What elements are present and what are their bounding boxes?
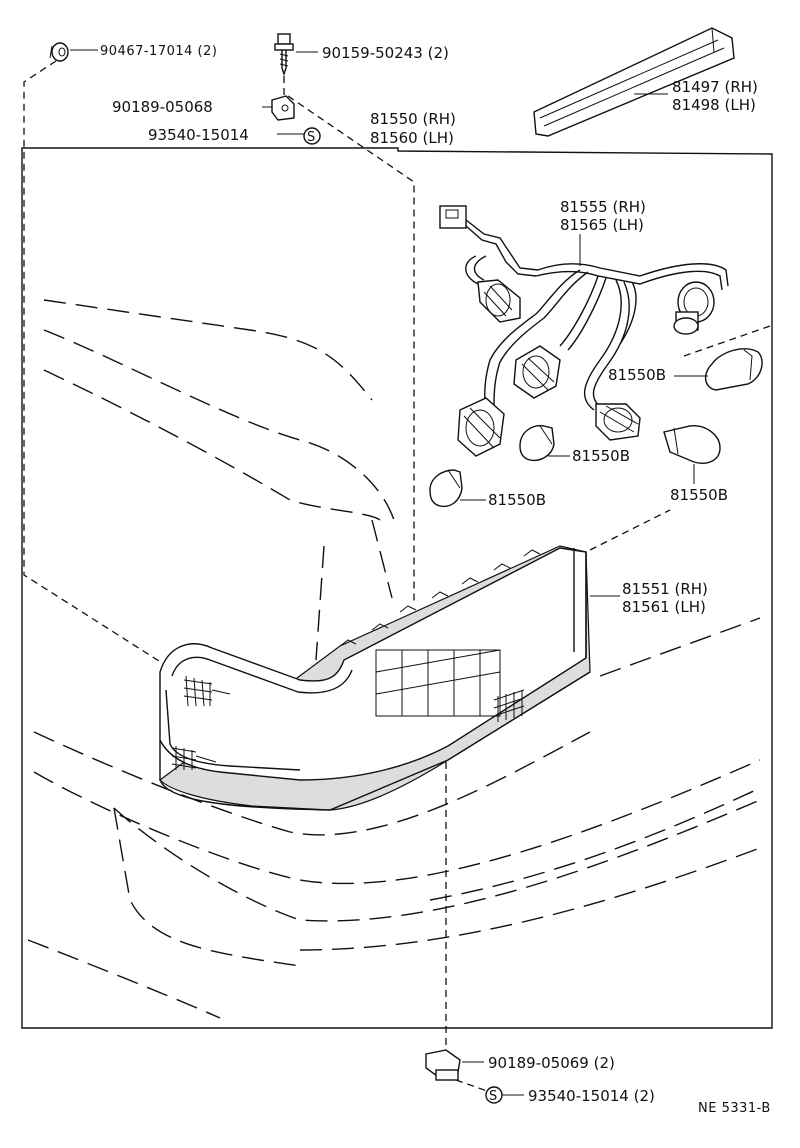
s-mark-icon-top: S	[303, 127, 321, 145]
part-label-93540-bottom: 93540-15014 (2)	[528, 1087, 655, 1105]
part-label-81560: 81560 (LH)	[370, 129, 454, 147]
part-label-81550: 81550 (RH)	[370, 110, 456, 128]
molding-81497-icon	[533, 27, 735, 137]
part-label-93540-top: 93540-15014	[148, 126, 249, 144]
s-mark-icon-bottom: S	[485, 1086, 503, 1104]
wire-harness-icon	[439, 205, 729, 457]
bulb-icon-2	[519, 425, 555, 462]
part-label-90467: 90467-17014 (2)	[100, 44, 217, 59]
screw-90159-icon	[274, 33, 294, 77]
bulb-icon-1	[705, 348, 763, 391]
tail-lamp-lens-icon	[159, 545, 591, 811]
part-label-90159: 90159-50243 (2)	[322, 44, 449, 62]
part-label-81497: 81497 (RH)	[672, 78, 758, 96]
bulb-label-3: 81550B	[670, 486, 728, 504]
bulb-label-2: 81550B	[572, 447, 630, 465]
bulb-label-1: 81550B	[608, 366, 666, 384]
part-label-81551: 81551 (RH)	[622, 580, 708, 598]
car-body-outline	[27, 299, 761, 1019]
bulb-label-4: 81550B	[488, 491, 546, 509]
assembly-frame	[21, 147, 773, 1029]
clip-90467-icon	[49, 42, 69, 62]
part-label-90189-05068: 90189-05068	[112, 98, 213, 116]
clip-nut-90189-icon	[271, 95, 295, 121]
part-label-81498: 81498 (LH)	[672, 96, 756, 114]
part-label-81555: 81555 (RH)	[560, 198, 646, 216]
svg-text:S: S	[307, 130, 315, 145]
diagram-code: NE 5331-B	[698, 1101, 771, 1116]
bulb-icon-3	[663, 425, 721, 464]
part-label-90189-05069: 90189-05069 (2)	[488, 1054, 615, 1072]
part-label-81565: 81565 (LH)	[560, 216, 644, 234]
svg-text:S: S	[489, 1089, 497, 1104]
clip-nut-90189-bottom-icon	[425, 1049, 461, 1081]
bulb-icon-4	[429, 469, 463, 508]
part-label-81561: 81561 (LH)	[622, 598, 706, 616]
